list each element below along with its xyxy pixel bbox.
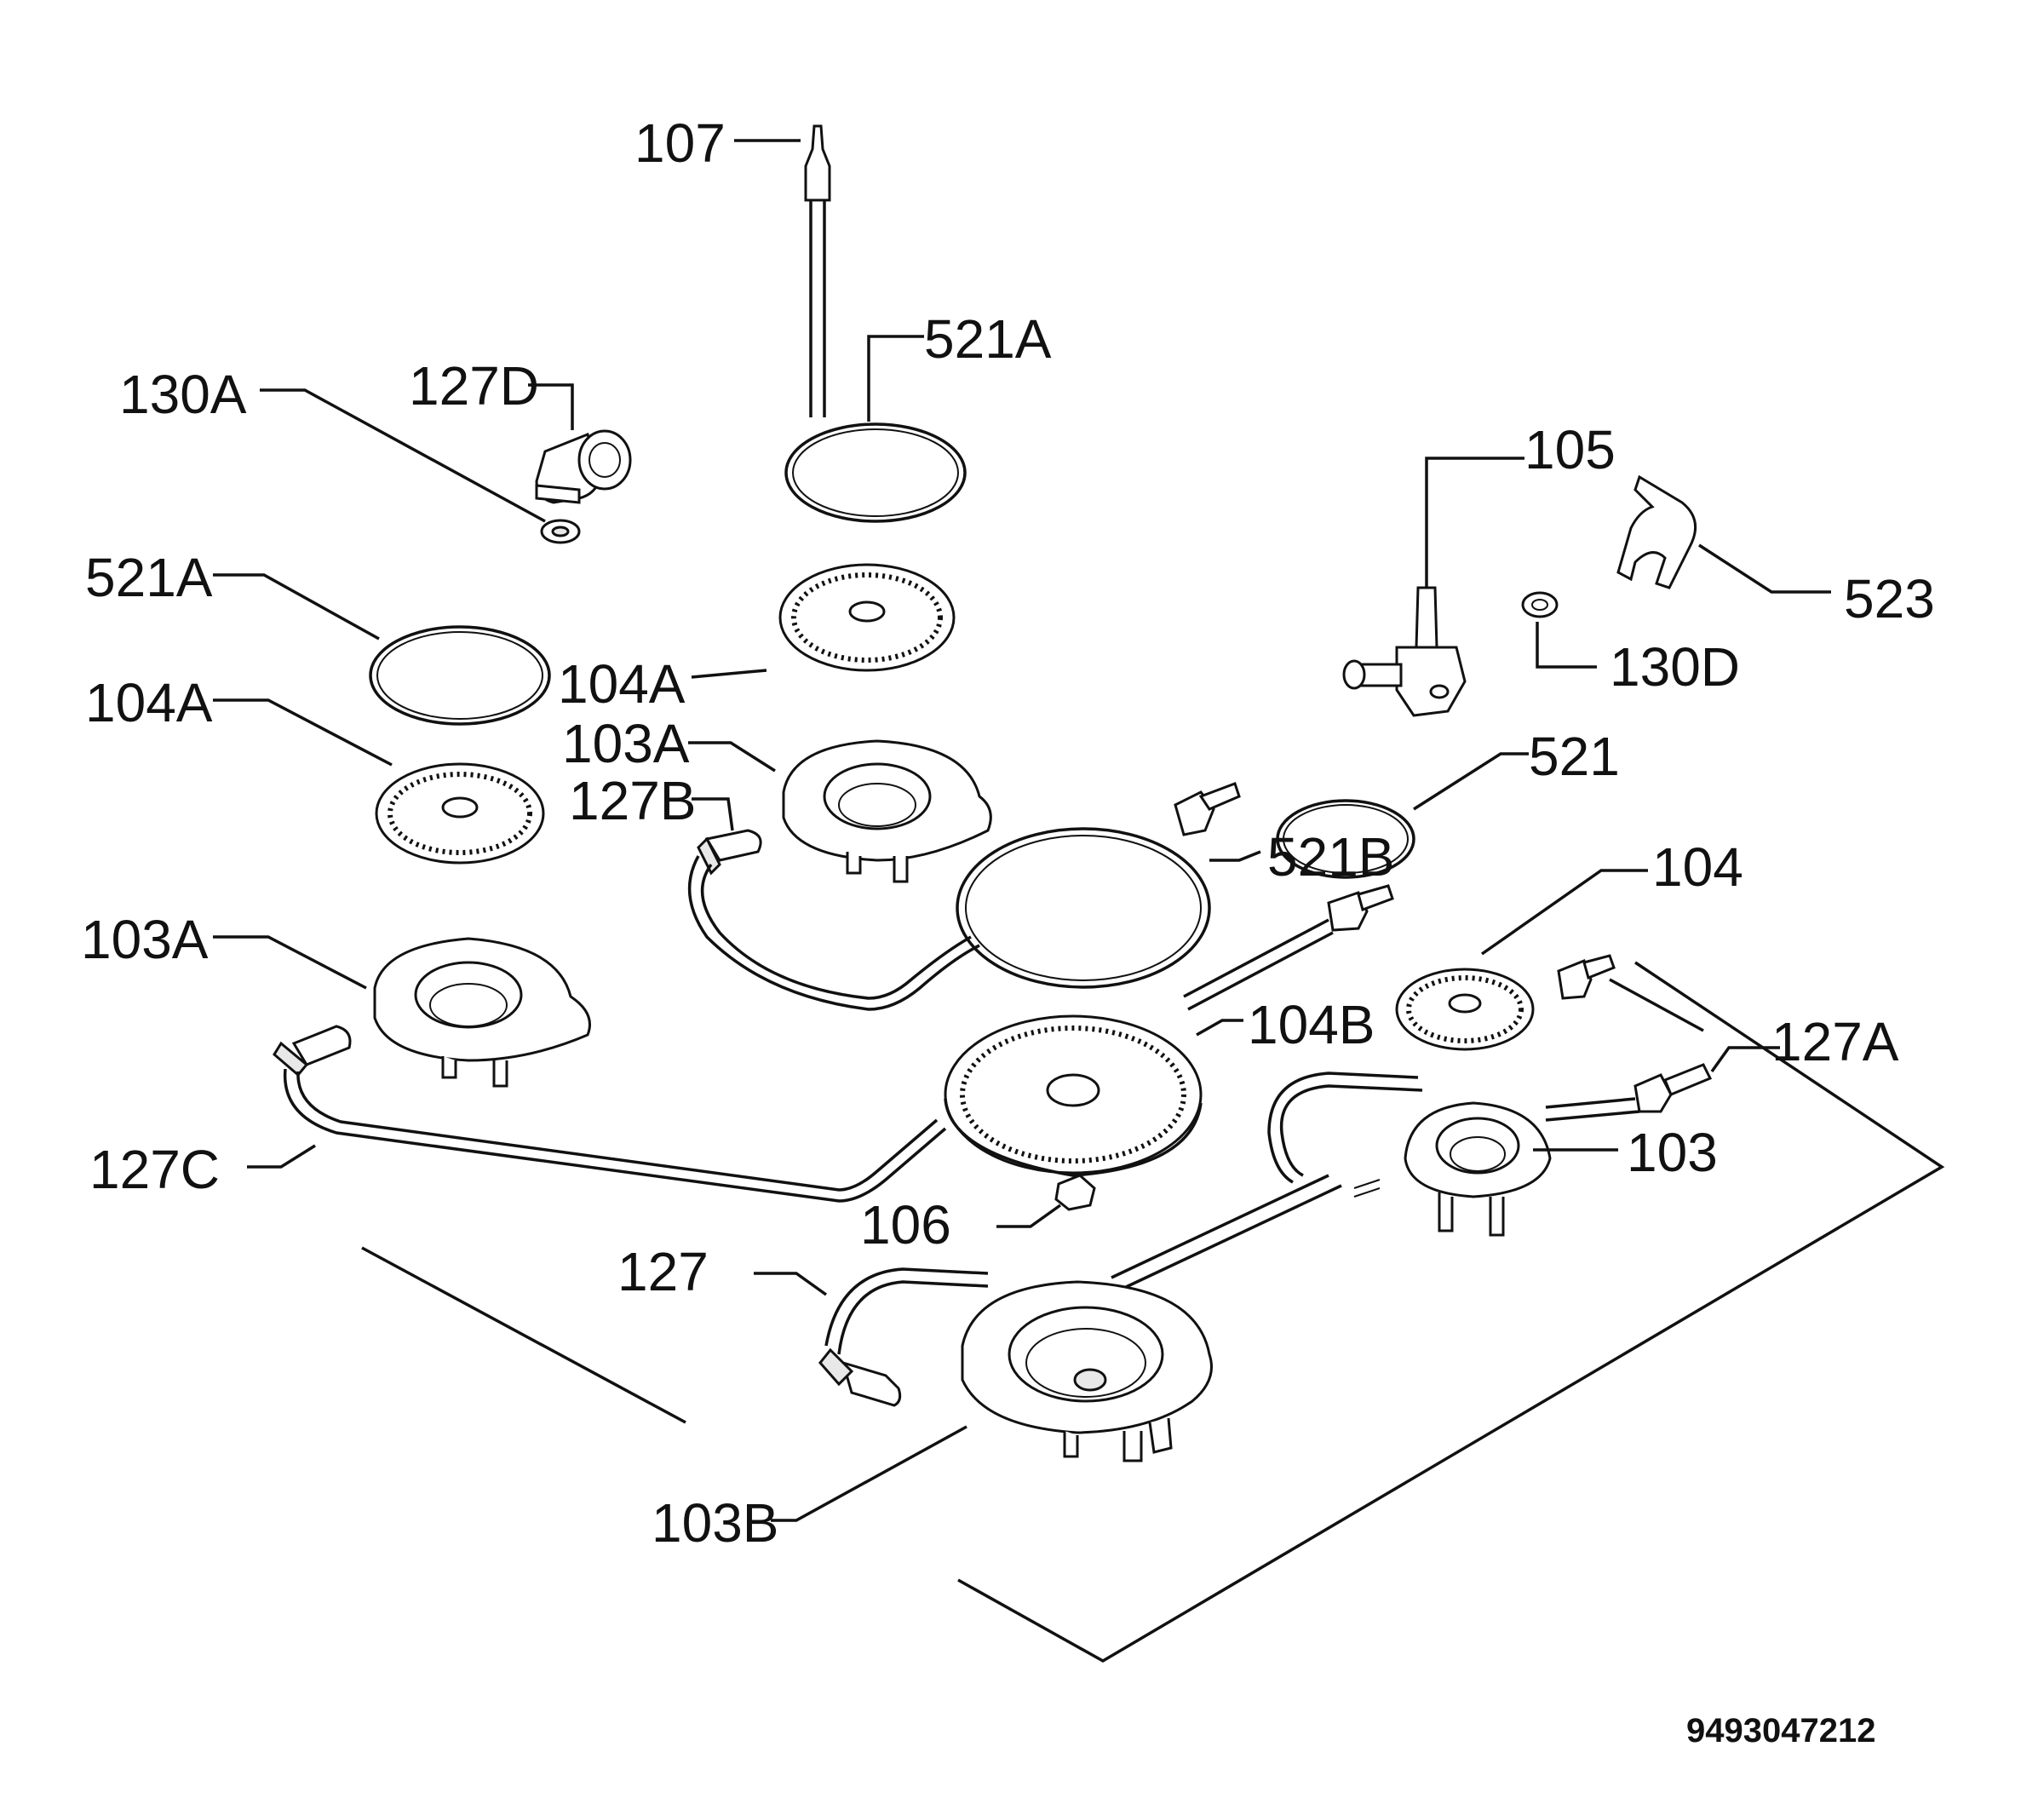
label-104: 104 [1652,836,1743,898]
part-127-pipe [754,1267,989,1407]
figure-code: 9493047212 [1686,1712,1875,1749]
label-103A-mid: 103A [562,713,690,774]
part-injector-bolt-right [1557,954,1704,1032]
label-127D: 127D [409,355,539,417]
label-521B: 521B [1267,826,1394,888]
part-127D-elbow [528,383,632,504]
part-127C-pipe [247,1025,947,1203]
label-127: 127 [617,1241,709,1302]
label-130A: 130A [119,364,247,425]
part-104A-top-crown [691,563,956,679]
part-103A-upper-base [688,739,992,883]
label-104B: 104B [1248,994,1375,1055]
part-106-nut [996,1174,1096,1228]
label-521A-top: 521A [924,308,1052,370]
part-104A-left-crown [213,698,545,865]
part-107-thermocouple [734,124,831,417]
label-107: 107 [634,112,726,174]
label-105: 105 [1524,419,1616,480]
part-521A-left-ring [213,573,551,726]
part-523-clip [1616,474,1831,594]
label-104A-left: 104A [85,672,213,733]
hob-outline [361,961,1945,1663]
label-127C: 127C [89,1139,220,1200]
part-105-gas-valve [1342,457,1524,717]
part-127B-pipe [687,797,980,1011]
part-injector-bolt-mid [1183,884,1394,1011]
label-103A-left: 103A [81,909,209,970]
part-130D-washer [1521,591,1597,669]
labels: 107 521A 130A 127D 521A 104A 104A 103A 1… [81,112,1935,1749]
part-104B-large-crown [944,1014,1243,1177]
label-104A-mid: 104A [558,653,686,715]
label-523: 523 [1844,568,1935,629]
label-127A: 127A [1771,1011,1899,1072]
label-106: 106 [860,1194,951,1255]
label-130D: 130D [1610,636,1740,698]
part-130A-washer [260,388,581,544]
part-103B-large-base [771,1280,1213,1522]
part-521B-large-ring [956,827,1261,989]
part-521A-top-ring [784,335,967,523]
part-103-base [1267,1071,1618,1237]
part-injector-bolt-upper [1174,782,1241,836]
part-104-crown [1395,869,1648,1051]
part-103A-left-base [213,935,591,1088]
part-127A-pipe [1545,1046,1780,1122]
label-103B: 103B [652,1492,778,1554]
label-521A-left: 521A [85,547,213,608]
part-521-ring [1276,752,1529,879]
part-connecting-pipe [1111,1174,1342,1290]
label-127B: 127B [569,770,696,831]
label-521: 521 [1529,726,1620,787]
label-103: 103 [1627,1122,1718,1183]
